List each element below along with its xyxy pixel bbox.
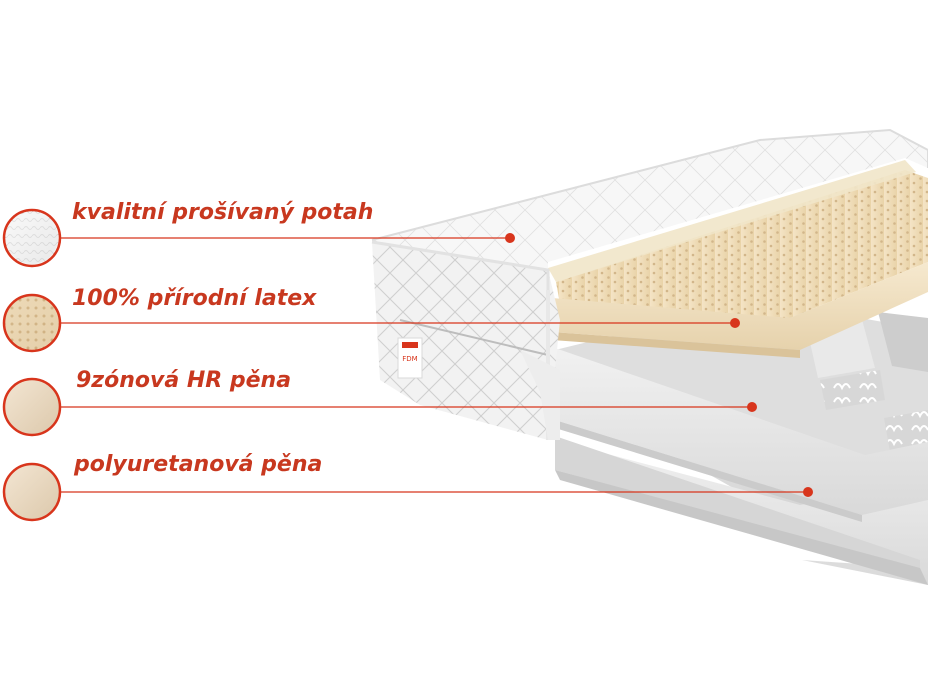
layer-label-hr-foam: 9zónová HR pěna <box>76 368 292 393</box>
quilted-cover-swatch-icon <box>2 208 62 268</box>
layer-label-pu-foam: polyuretanová pěna <box>74 452 323 477</box>
layer-label-cover: kvalitní prošívaný potah <box>72 200 374 225</box>
leader-dot-cover <box>505 233 515 243</box>
quilted-cover <box>371 128 928 440</box>
latex-layer <box>548 160 928 358</box>
leader-lines <box>58 237 808 493</box>
leader-dot-hr-foam <box>747 402 757 412</box>
leader-dot-latex <box>730 318 740 328</box>
latex-swatch-icon <box>2 293 62 353</box>
leader-dots <box>505 233 813 497</box>
pu-foam-swatch-icon <box>2 462 62 522</box>
leader-dot-pu-foam <box>803 487 813 497</box>
layer-label-latex: 100% přírodní latex <box>72 286 317 311</box>
hr-foam-swatch-icon <box>2 377 62 437</box>
brand-tag: FDM <box>402 355 417 363</box>
